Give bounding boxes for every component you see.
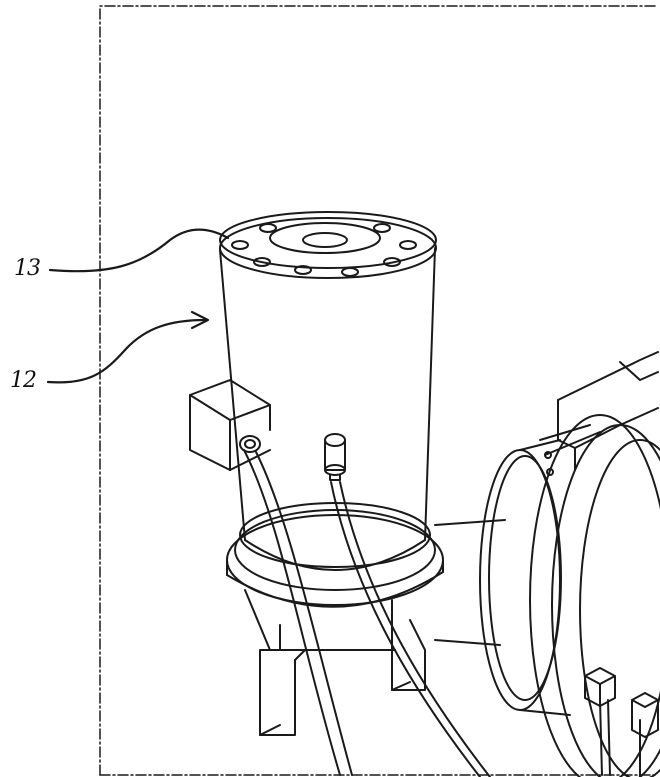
support-legs <box>244 589 426 736</box>
front-connector <box>324 433 346 481</box>
base-flange <box>226 502 444 608</box>
reference-numeral-12: 12 <box>10 368 37 393</box>
right-housing <box>529 351 660 777</box>
frame-border <box>99 5 659 776</box>
small-connectors <box>584 667 659 738</box>
sensor-block <box>189 379 271 471</box>
leader-13 <box>48 228 230 273</box>
horizontal-drum <box>434 439 571 716</box>
leader-12 <box>46 318 207 384</box>
reference-numeral-13: 13 <box>14 256 41 281</box>
leader-12-arrowhead <box>190 310 210 330</box>
cylinder-body <box>219 211 437 571</box>
cables <box>243 449 641 777</box>
